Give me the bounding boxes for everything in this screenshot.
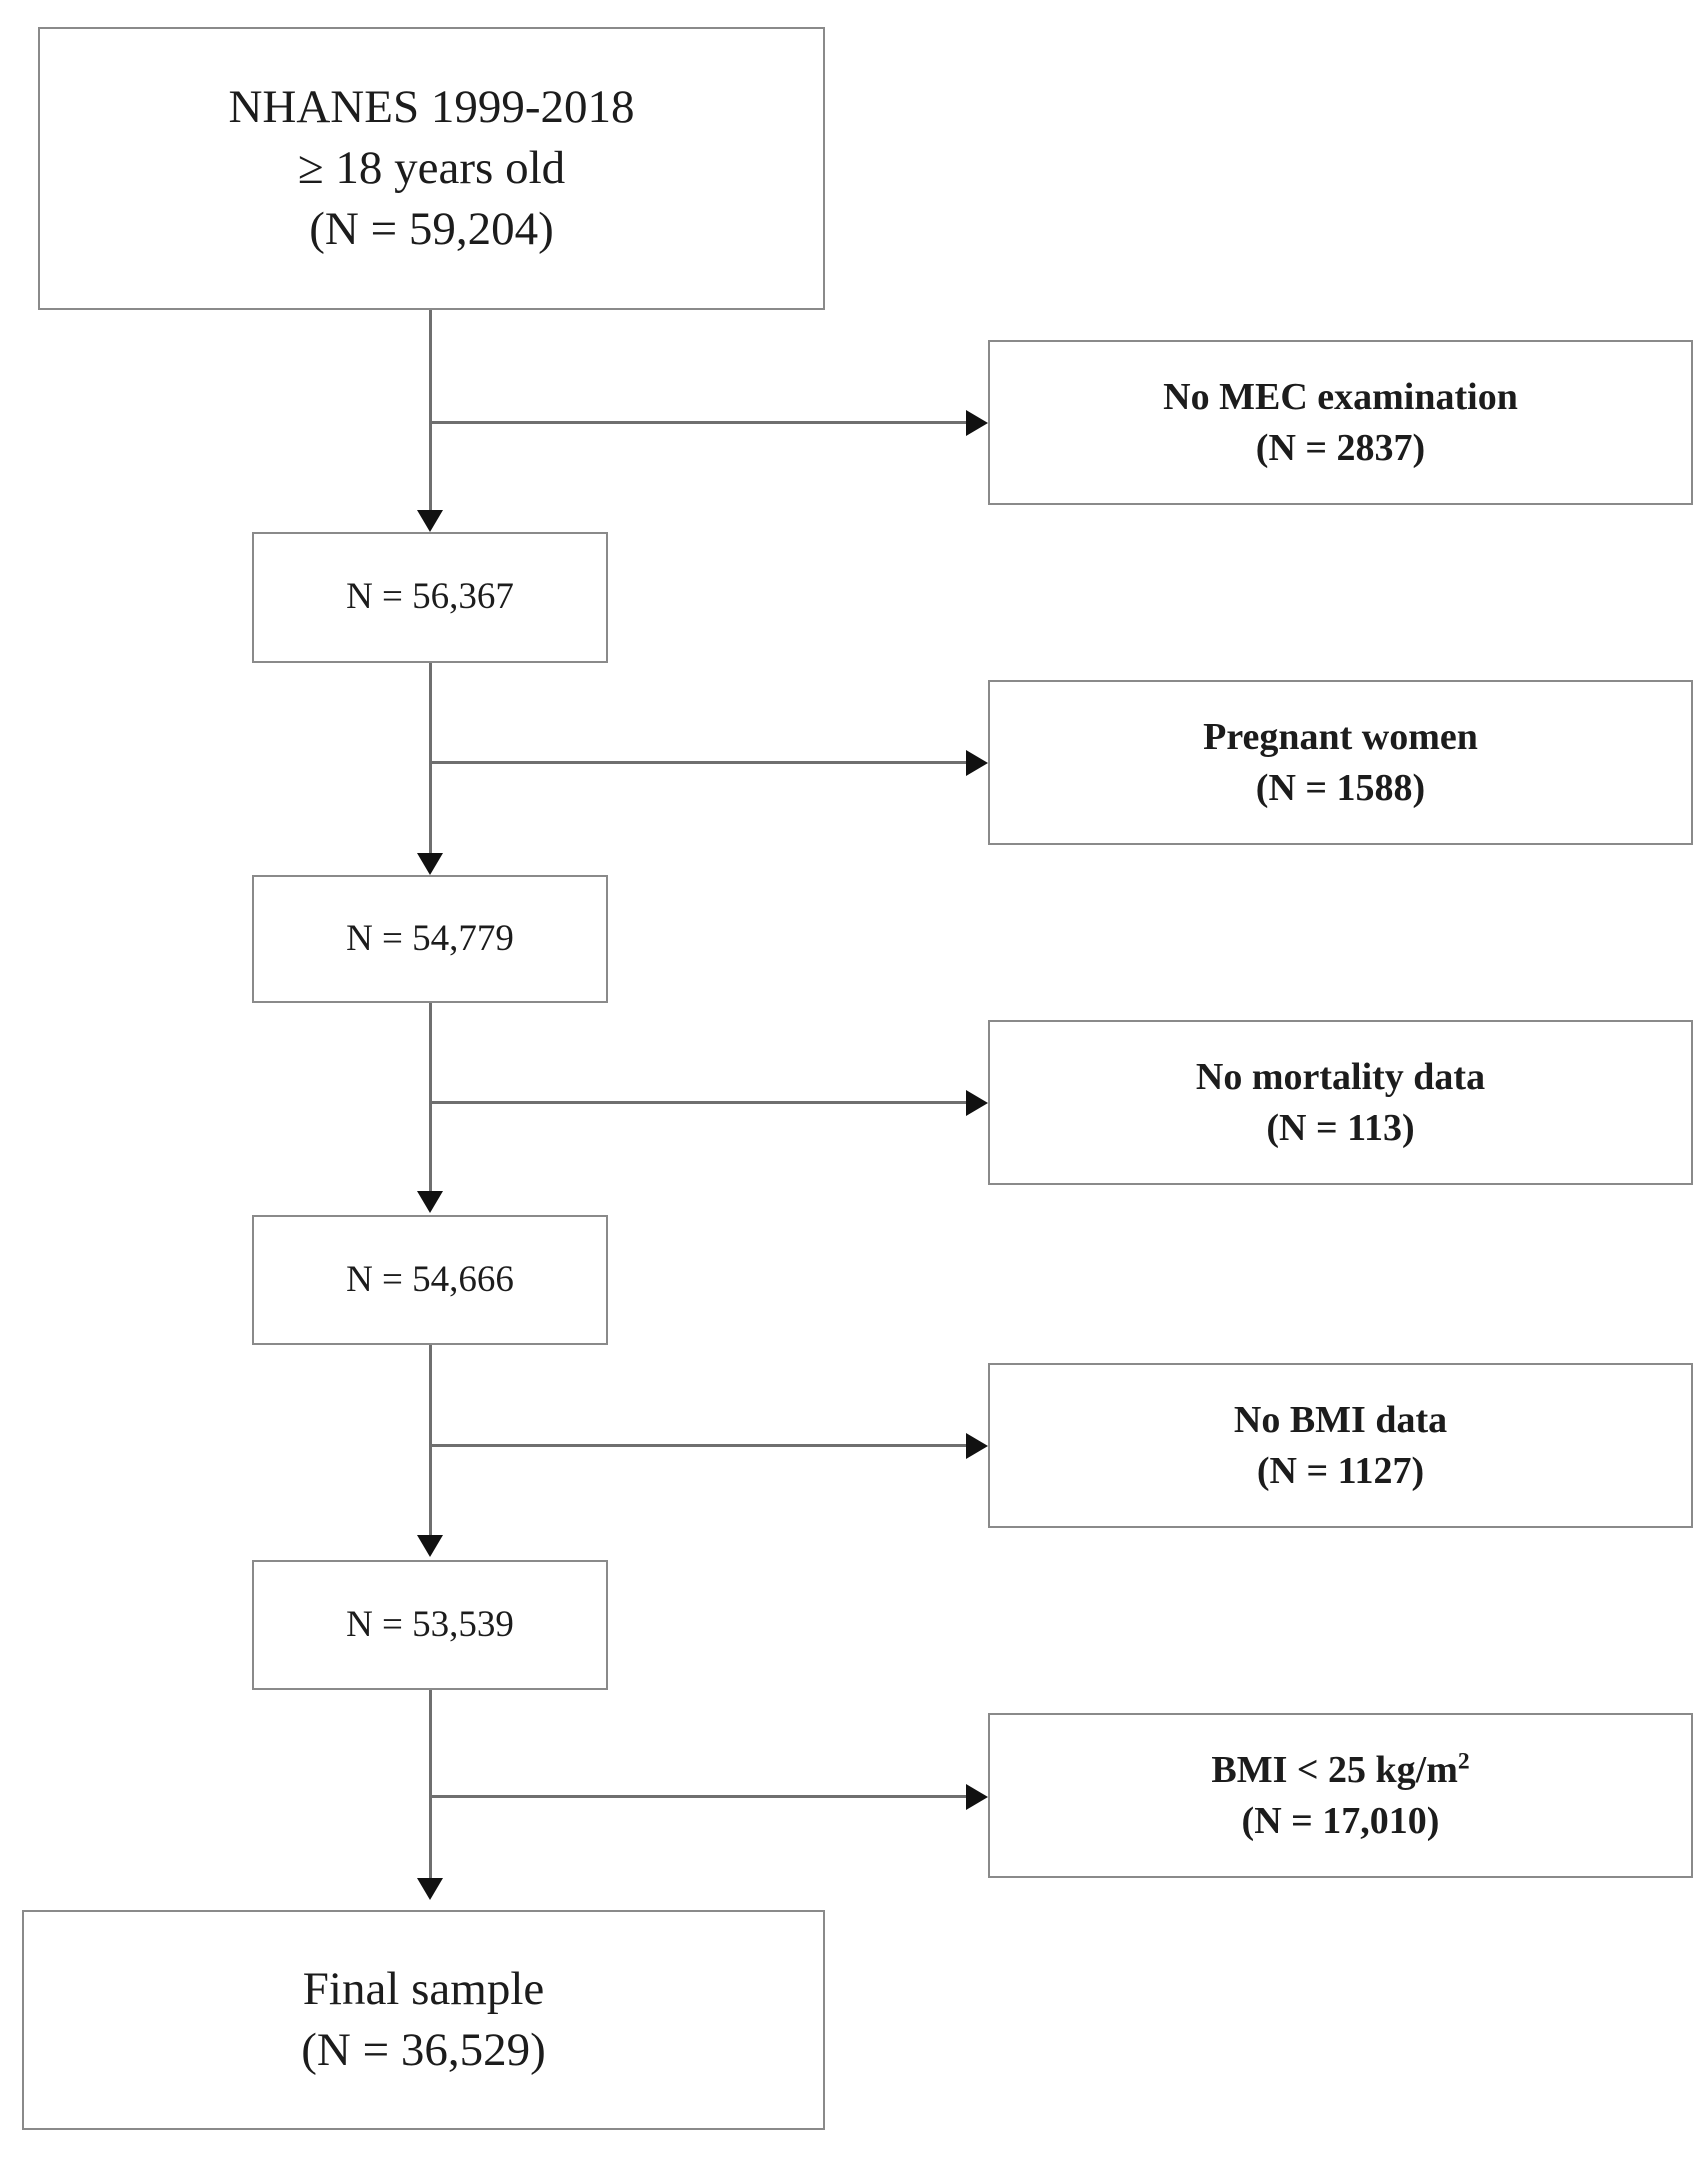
node-source-line1: NHANES 1999-2018	[228, 80, 635, 133]
arrow-right-5	[966, 1784, 988, 1810]
node-exclusion-4: No BMI data (N = 1127)	[988, 1363, 1693, 1528]
arrow-right-3	[966, 1090, 988, 1116]
arrow-down-1	[417, 510, 443, 532]
final-sample-title: Final sample	[302, 1962, 545, 2015]
connector-vertical-2	[429, 663, 432, 865]
exclusion-5-reason-text: BMI < 25 kg/m	[1211, 1749, 1458, 1792]
cohort-4-label: N = 53,539	[346, 1603, 514, 1645]
arrow-down-5	[417, 1878, 443, 1900]
final-sample-count: (N = 36,529)	[301, 2024, 546, 2076]
arrow-down-3	[417, 1191, 443, 1213]
exclusion-5-count: (N = 17,010)	[1241, 1799, 1440, 1842]
arrow-right-1	[966, 410, 988, 436]
node-cohort-4: N = 53,539	[252, 1560, 608, 1690]
cohort-3-label: N = 54,666	[346, 1258, 514, 1300]
connector-vertical-1	[429, 310, 432, 522]
exclusion-1-reason: No MEC examination	[1163, 376, 1518, 419]
exclusion-5-reason: BMI < 25 kg/m2	[1211, 1745, 1469, 1795]
connector-horizontal-4	[429, 1444, 966, 1447]
arrow-right-2	[966, 750, 988, 776]
exclusion-5-superscript: 2	[1457, 1748, 1470, 1775]
arrow-right-4	[966, 1433, 988, 1459]
node-final-sample: Final sample (N = 36,529)	[22, 1910, 825, 2130]
connector-horizontal-1	[429, 421, 966, 424]
cohort-2-label: N = 54,779	[346, 917, 514, 959]
node-source-line2: ≥ 18 years old	[297, 141, 566, 194]
node-cohort-1: N = 56,367	[252, 532, 608, 663]
connector-horizontal-3	[429, 1101, 966, 1104]
node-source-line3: (N = 59,204)	[309, 203, 554, 256]
exclusion-2-reason: Pregnant women	[1203, 716, 1478, 759]
arrow-down-2	[417, 853, 443, 875]
exclusion-4-reason: No BMI data	[1233, 1399, 1448, 1442]
node-exclusion-5: BMI < 25 kg/m2 (N = 17,010)	[988, 1713, 1693, 1878]
connector-horizontal-2	[429, 761, 966, 764]
exclusion-3-reason: No mortality data	[1195, 1056, 1486, 1099]
connector-vertical-5	[429, 1690, 432, 1888]
cohort-1-label: N = 56,367	[346, 576, 514, 618]
exclusion-2-count: (N = 1588)	[1255, 766, 1426, 809]
node-exclusion-3: No mortality data (N = 113)	[988, 1020, 1693, 1185]
connector-horizontal-5	[429, 1795, 966, 1798]
node-exclusion-1: No MEC examination (N = 2837)	[988, 340, 1693, 505]
exclusion-4-count: (N = 1127)	[1256, 1449, 1425, 1492]
exclusion-3-count: (N = 113)	[1266, 1106, 1415, 1149]
node-cohort-2: N = 54,779	[252, 875, 608, 1003]
arrow-down-4	[417, 1535, 443, 1557]
node-cohort-3: N = 54,666	[252, 1215, 608, 1345]
node-source-population: NHANES 1999-2018 ≥ 18 years old (N = 59,…	[38, 27, 825, 310]
exclusion-1-count: (N = 2837)	[1255, 426, 1426, 469]
node-exclusion-2: Pregnant women (N = 1588)	[988, 680, 1693, 845]
